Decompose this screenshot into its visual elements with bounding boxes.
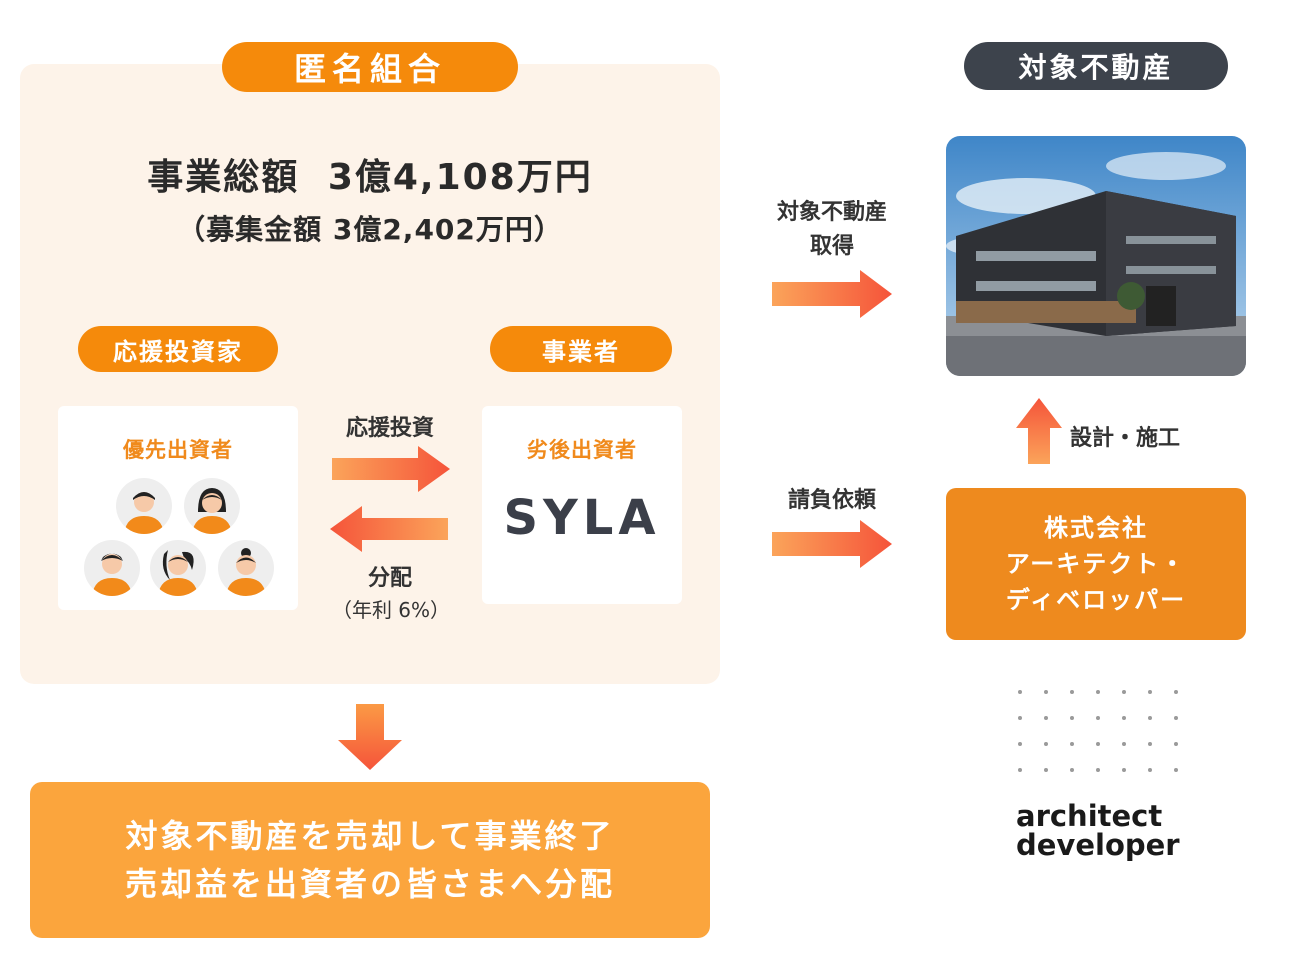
decor-dot [1148, 690, 1152, 694]
dot-pattern-decoration [1018, 690, 1178, 772]
decor-dot [1018, 768, 1022, 772]
decor-dot [1018, 742, 1022, 746]
invest-label: 応援投資 [345, 416, 434, 441]
building-image [946, 136, 1246, 376]
exit-line-2: 売却益を出資者の皆さまへ分配 [124, 865, 615, 903]
raise-amount: （募集金額 3億2,402万円） [177, 213, 563, 246]
syla-logo: SYLA [503, 490, 661, 546]
property-title: 対象不動産 [1018, 51, 1174, 84]
exit-summary-box: 対象不動産を売却して事業終了 売却益を出資者の皆さまへ分配 [30, 782, 710, 938]
decor-dot [1174, 742, 1178, 746]
fund-title: 匿名組合 [293, 50, 446, 88]
decor-dot [1148, 716, 1152, 720]
junior-card-title: 劣後出資者 [527, 438, 637, 462]
investor-avatar-icon [150, 540, 206, 596]
acquire-line-2: 取得 [809, 234, 854, 259]
decor-dot [1070, 768, 1074, 772]
contractor-line-2: アーキテクト・ [1005, 550, 1187, 578]
total-value: 3億4,108万円 [327, 157, 593, 198]
acquire-line-1: 対象不動産 [776, 200, 887, 225]
total-label: 事業総額 [147, 157, 300, 198]
contractor-box: 株式会社 アーキテクト・ ディベロッパー [946, 488, 1246, 640]
logo-line-1: architect [1016, 799, 1163, 833]
logo-line-2: developer [1016, 828, 1180, 862]
decor-dot [1018, 716, 1022, 720]
contract-arrow-icon [772, 520, 892, 568]
decor-dot [1044, 742, 1048, 746]
decor-dot [1096, 742, 1100, 746]
decor-dot [1174, 768, 1178, 772]
build-arrow-icon [1016, 398, 1062, 464]
supporter-label: 応援投資家 [113, 337, 243, 366]
supporter-pill: 応援投資家 [78, 326, 278, 372]
fund-title-pill: 匿名組合 [222, 42, 518, 92]
decor-dot [1044, 768, 1048, 772]
decor-dot [1174, 690, 1178, 694]
architect-developer-logo: architect developer [1016, 799, 1180, 862]
decor-dot [1096, 768, 1100, 772]
decor-dot [1096, 690, 1100, 694]
investor-avatar-icon [84, 540, 140, 596]
build-label: 設計・施工 [1070, 426, 1181, 451]
decor-dot [1070, 716, 1074, 720]
decor-dot [1148, 742, 1152, 746]
decor-dot [1174, 716, 1178, 720]
distribution-label: 分配 [367, 566, 412, 591]
decor-dot [1018, 690, 1022, 694]
decor-dot [1096, 716, 1100, 720]
decor-dot [1122, 768, 1126, 772]
decor-dot [1070, 742, 1074, 746]
exit-line-1: 対象不動産を売却して事業終了 [125, 817, 615, 855]
decor-dot [1148, 768, 1152, 772]
property-title-pill: 対象不動産 [964, 42, 1228, 90]
down-arrow-icon [338, 704, 402, 770]
decor-dot [1070, 690, 1074, 694]
junior-investor-card: 劣後出資者 [482, 406, 682, 604]
distribution-arrow-icon [330, 506, 448, 552]
acquire-arrow-icon [772, 270, 892, 318]
decor-dot [1122, 716, 1126, 720]
decor-dot [1122, 690, 1126, 694]
senior-card-title: 優先出資者 [123, 438, 233, 462]
investor-avatar-icon [116, 478, 172, 534]
decor-dot [1044, 690, 1048, 694]
operator-label: 事業者 [542, 337, 620, 366]
contractor-line-1: 株式会社 [1044, 514, 1148, 542]
contract-label: 請負依頼 [787, 488, 876, 513]
acquire-label: 対象不動産 取得 [752, 196, 912, 264]
contractor-line-3: ディベロッパー [1005, 586, 1187, 614]
investor-avatar-icon [218, 540, 274, 596]
distribution-note: （年利 6%） [331, 598, 451, 622]
operator-pill: 事業者 [490, 326, 672, 372]
total-amount: 事業総額 3億4,108万円 [20, 148, 720, 200]
decor-dot [1122, 742, 1126, 746]
decor-dot [1044, 716, 1048, 720]
investor-avatar-icon [184, 478, 240, 534]
invest-arrow-icon [332, 446, 450, 492]
